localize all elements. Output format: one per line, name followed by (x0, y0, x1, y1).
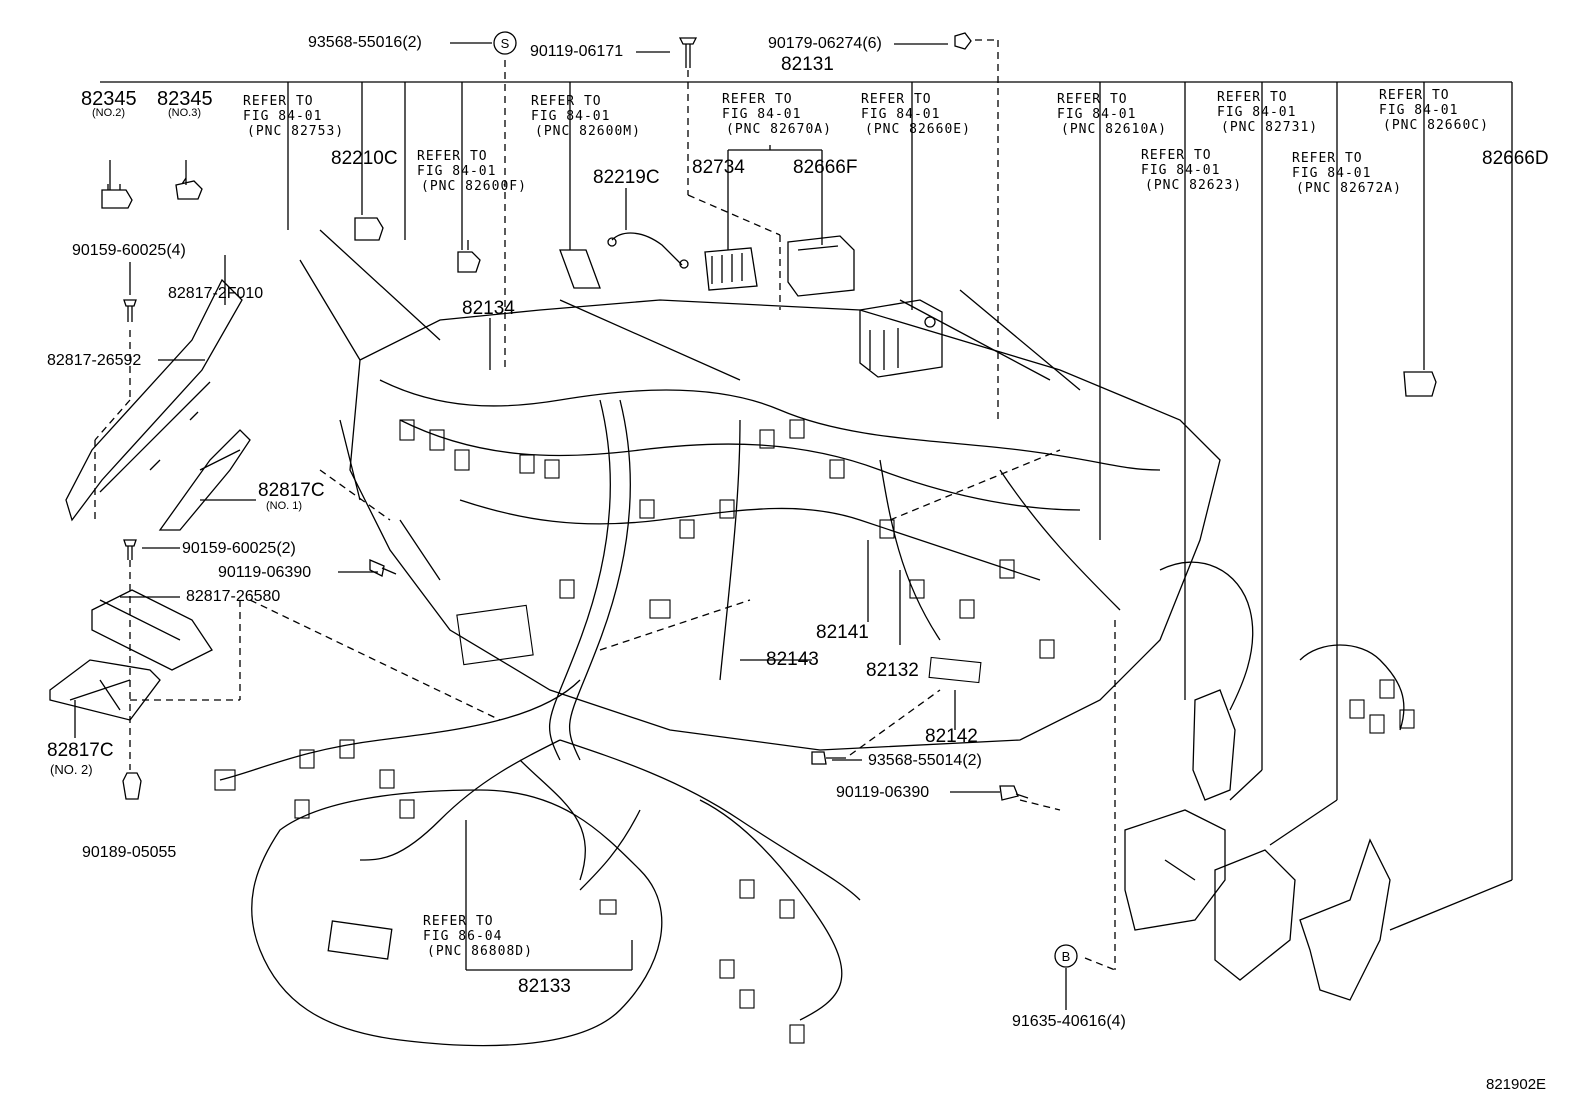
callout-82817-26580: 82817-26580 (186, 588, 281, 605)
module-82731 (1124, 809, 1226, 931)
callout-82734: 82734 (692, 157, 745, 178)
bolt-icon (678, 37, 698, 68)
dashboard-outline (349, 299, 1221, 751)
callout-82210c: 82210C (331, 148, 398, 169)
callout-82134: 82134 (462, 298, 515, 319)
callout-82219c: 82219C (593, 167, 660, 188)
s-mark-circle (493, 31, 517, 55)
bracket-82817C-2 (49, 659, 161, 721)
callout-82345-no3-sub: (NO.3) (168, 107, 201, 119)
callout-82345-no2-sub: (NO.2) (92, 107, 125, 119)
callout-82666f: 82666F (793, 157, 858, 178)
callout-90119-06390-b: 90119-06390 (836, 784, 930, 801)
callout-90159-60025-4: 90159-60025(4) (72, 242, 186, 259)
bolt-icon (369, 559, 397, 577)
callout-82817c-no2: 82817C (47, 740, 114, 761)
screw-icon (123, 539, 137, 560)
callout-93568-55016: 93568-55016(2) (308, 34, 422, 51)
bolt-icon (999, 785, 1029, 801)
figure-id: 821902E (1486, 1076, 1547, 1093)
callout-90119-06171: 90119-06171 (530, 43, 624, 60)
callout-82345-no2: 82345 (81, 88, 137, 110)
callout-82817c-no1: 82817C (258, 480, 325, 501)
clip-icon (954, 32, 972, 50)
floor-harness-82133 (219, 679, 581, 781)
screw-icon (811, 751, 846, 765)
clip-icon (122, 772, 142, 800)
module-82666D (1299, 838, 1391, 1001)
callout-90179-06274: 90179-06274(6) (768, 35, 882, 52)
callout-82817c-no1-sub: (NO. 1) (266, 500, 303, 512)
screw-icon (123, 299, 137, 322)
bracket-82817-26592 (65, 278, 243, 522)
callout-82133: 82133 (518, 976, 571, 997)
callout-90159-60025-2: 90159-60025(2) (182, 540, 296, 557)
callout-82132: 82132 (866, 660, 919, 681)
callout-82666d: 82666D (1482, 148, 1549, 169)
callout-82143: 82143 (766, 649, 819, 670)
b-mark-circle (1054, 944, 1078, 968)
callout-82817-2f010: 82817-2F010 (168, 285, 264, 302)
callout-82131: 82131 (781, 54, 834, 75)
callout-90189-05055: 90189-05055 (82, 844, 177, 861)
callout-82817-26592: 82817-26592 (47, 352, 142, 369)
bracket-82817-26580 (91, 589, 213, 671)
bracket-82817C-1 (158, 429, 251, 531)
callout-82141: 82141 (816, 622, 869, 643)
harness-trunk (379, 379, 1161, 471)
b-mark: B (1062, 949, 1071, 964)
module-82672A (1214, 849, 1296, 981)
callout-93568-55014: 93568-55014(2) (868, 752, 982, 769)
callout-90119-06390-a: 90119-06390 (218, 564, 312, 581)
s-mark: S (501, 36, 510, 51)
callout-82142: 82142 (925, 726, 978, 747)
module-82623 (1192, 689, 1236, 801)
callout-82817c-no2-sub: (NO. 2) (50, 762, 93, 777)
callout-91635-40616: 91635-40616(4) (1012, 1013, 1126, 1030)
callout-82345-no3: 82345 (157, 88, 213, 110)
